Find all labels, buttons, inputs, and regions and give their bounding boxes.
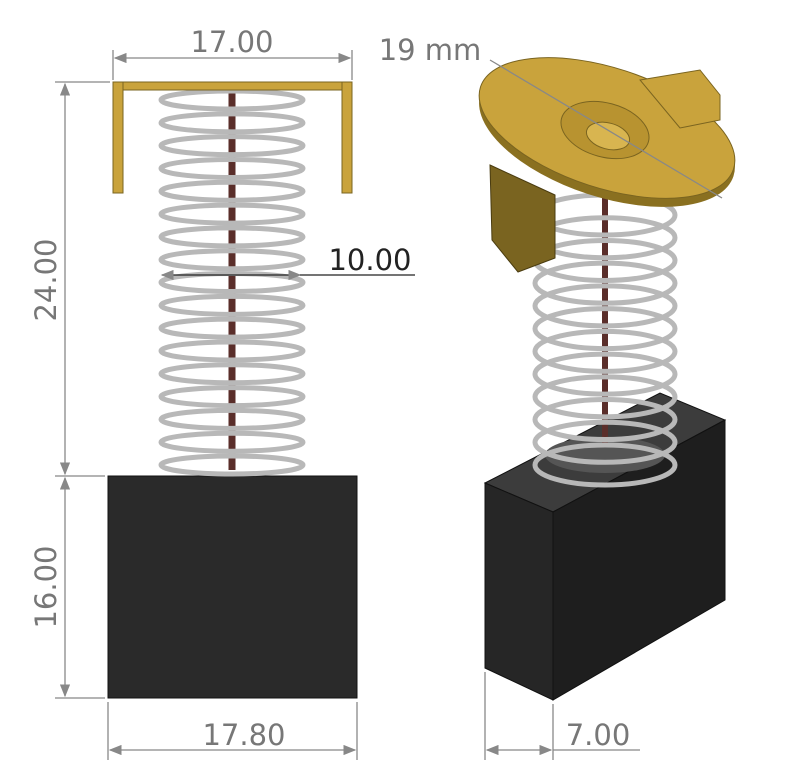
dim-top-width: 17.00 <box>112 25 353 80</box>
spring-coil <box>158 225 306 249</box>
front-view: 17.00 24.00 16.00 10.00 17.80 <box>29 25 415 760</box>
spring-coil <box>158 316 306 340</box>
spring-coil <box>158 179 306 203</box>
dim-label: 10.00 <box>328 243 411 277</box>
spring-coil <box>158 111 306 135</box>
dim-spring-length: 24.00 <box>29 81 110 477</box>
spring-coil <box>532 397 678 443</box>
spring-coil <box>532 260 678 306</box>
dim-block-height: 16.00 <box>29 476 105 699</box>
dim-spring-diameter: 10.00 <box>160 243 415 281</box>
spring-coil <box>158 88 306 112</box>
spring-coil <box>532 328 678 374</box>
spring-coil <box>158 453 306 477</box>
carbon-block-left <box>484 482 554 701</box>
spring-coil <box>532 283 678 329</box>
spring-coil <box>158 362 306 386</box>
dim-label: 17.80 <box>202 718 285 752</box>
spring-coil <box>158 385 306 409</box>
dim-label: 16.00 <box>29 545 63 628</box>
dim-label: 17.00 <box>190 25 273 59</box>
clip-cap <box>478 57 736 273</box>
clip-bracket <box>112 81 353 194</box>
spring-coil <box>532 442 678 488</box>
spring-coil <box>158 248 306 272</box>
carbon-block-front <box>107 475 358 699</box>
spring-coil <box>532 306 678 352</box>
dim-label: 7.00 <box>566 718 631 752</box>
dim-label: 19 mm <box>379 33 482 67</box>
spring-coil <box>532 374 678 420</box>
dim-block-depth: 7.00 <box>484 672 640 760</box>
spring-coil <box>158 293 306 317</box>
spring-coil <box>158 134 306 158</box>
spring-coil <box>532 351 678 397</box>
dim-block-width: 17.80 <box>107 702 358 760</box>
spring-coil <box>158 339 306 363</box>
spring-coil <box>158 202 306 226</box>
dim-cap-diameter: 19 mm <box>379 33 723 199</box>
dim-label: 24.00 <box>29 238 63 321</box>
spring-coil <box>158 430 306 454</box>
spring-coil <box>158 407 306 431</box>
isometric-view: 19 mm 7.00 <box>379 33 736 760</box>
spring-coil <box>532 419 678 465</box>
spring-coil <box>158 156 306 180</box>
